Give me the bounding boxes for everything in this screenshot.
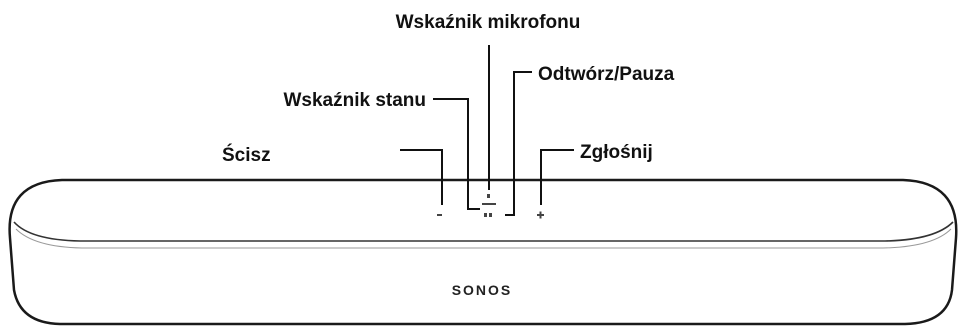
sonos-logo: SONOS bbox=[452, 282, 513, 298]
soundbar-top-edge bbox=[13, 221, 954, 242]
leader-volume-down bbox=[400, 149, 443, 205]
label-status-indicator: Wskaźnik stanu bbox=[283, 90, 426, 111]
volume-up-control bbox=[537, 211, 544, 219]
leader-play-pause bbox=[505, 71, 532, 216]
label-volume-up: Zgłośnij bbox=[580, 142, 653, 163]
volume-down-control bbox=[437, 214, 442, 216]
label-volume-down: Ścisz bbox=[222, 144, 271, 166]
play-pause-control bbox=[484, 213, 492, 217]
microphone-indicator-light bbox=[487, 194, 490, 198]
leader-volume-up bbox=[540, 149, 574, 205]
leader-status bbox=[433, 98, 480, 210]
soundbar-grille-edge bbox=[15, 228, 952, 249]
leader-lines bbox=[400, 45, 574, 216]
soundbar-body bbox=[8, 178, 958, 326]
status-indicator-light bbox=[482, 203, 496, 205]
label-microphone-indicator: Wskaźnik mikrofonu bbox=[396, 12, 581, 33]
touch-controls bbox=[437, 194, 544, 219]
label-play-pause: Odtwórz/Pauza bbox=[538, 64, 675, 85]
soundbar: SONOS bbox=[8, 178, 958, 326]
